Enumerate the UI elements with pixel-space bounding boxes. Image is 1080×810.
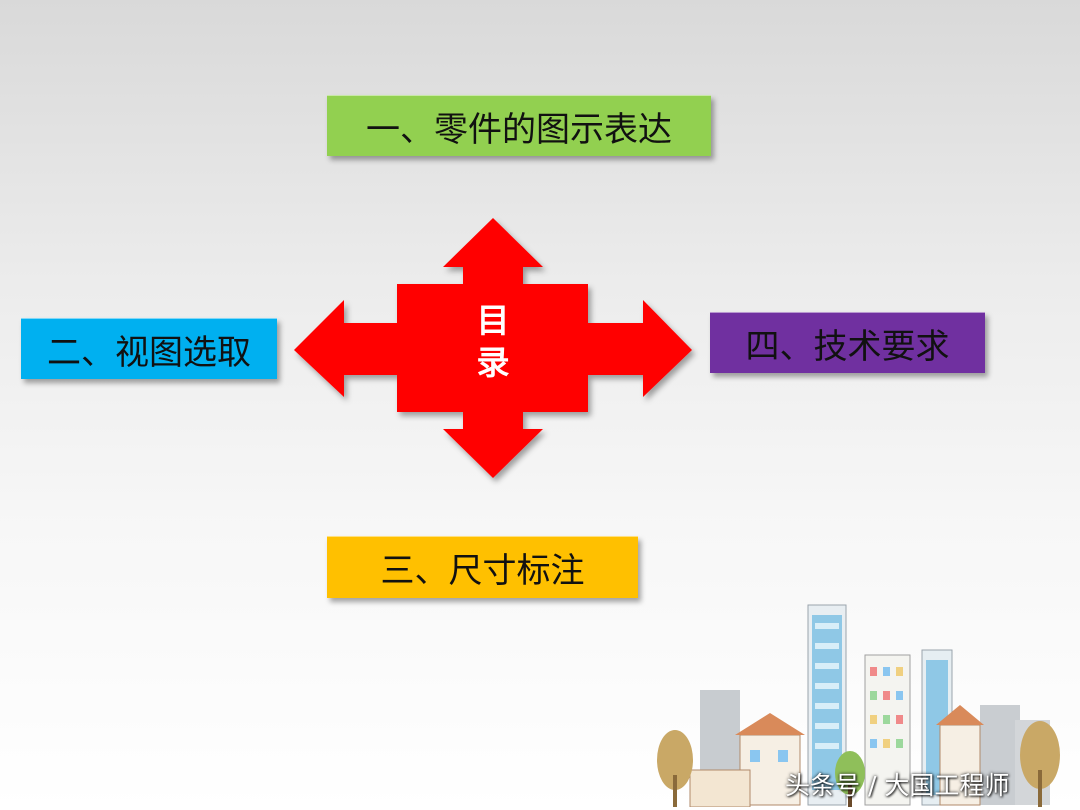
- menu-item-part-representation[interactable]: 一、零件的图示表达: [327, 95, 711, 156]
- center-title-line: 录: [476, 343, 510, 382]
- center-title-line: 目: [476, 301, 510, 340]
- menu-item-label: 三、尺寸标注: [380, 551, 585, 591]
- menu-item-view-selection[interactable]: 二、视图选取: [21, 318, 277, 379]
- center-title: 目 录: [466, 300, 520, 384]
- menu-item-technical-requirements[interactable]: 四、技术要求: [710, 312, 985, 373]
- menu-item-dimensioning[interactable]: 三、尺寸标注: [327, 536, 638, 598]
- menu-item-label: 四、技术要求: [745, 326, 950, 367]
- menu-item-label: 一、零件的图示表达: [366, 109, 672, 150]
- city-buildings-illustration: [657, 604, 1060, 807]
- watermark-text: 头条号 / 大国工程师: [785, 771, 1010, 800]
- menu-item-label: 二、视图选取: [47, 332, 251, 373]
